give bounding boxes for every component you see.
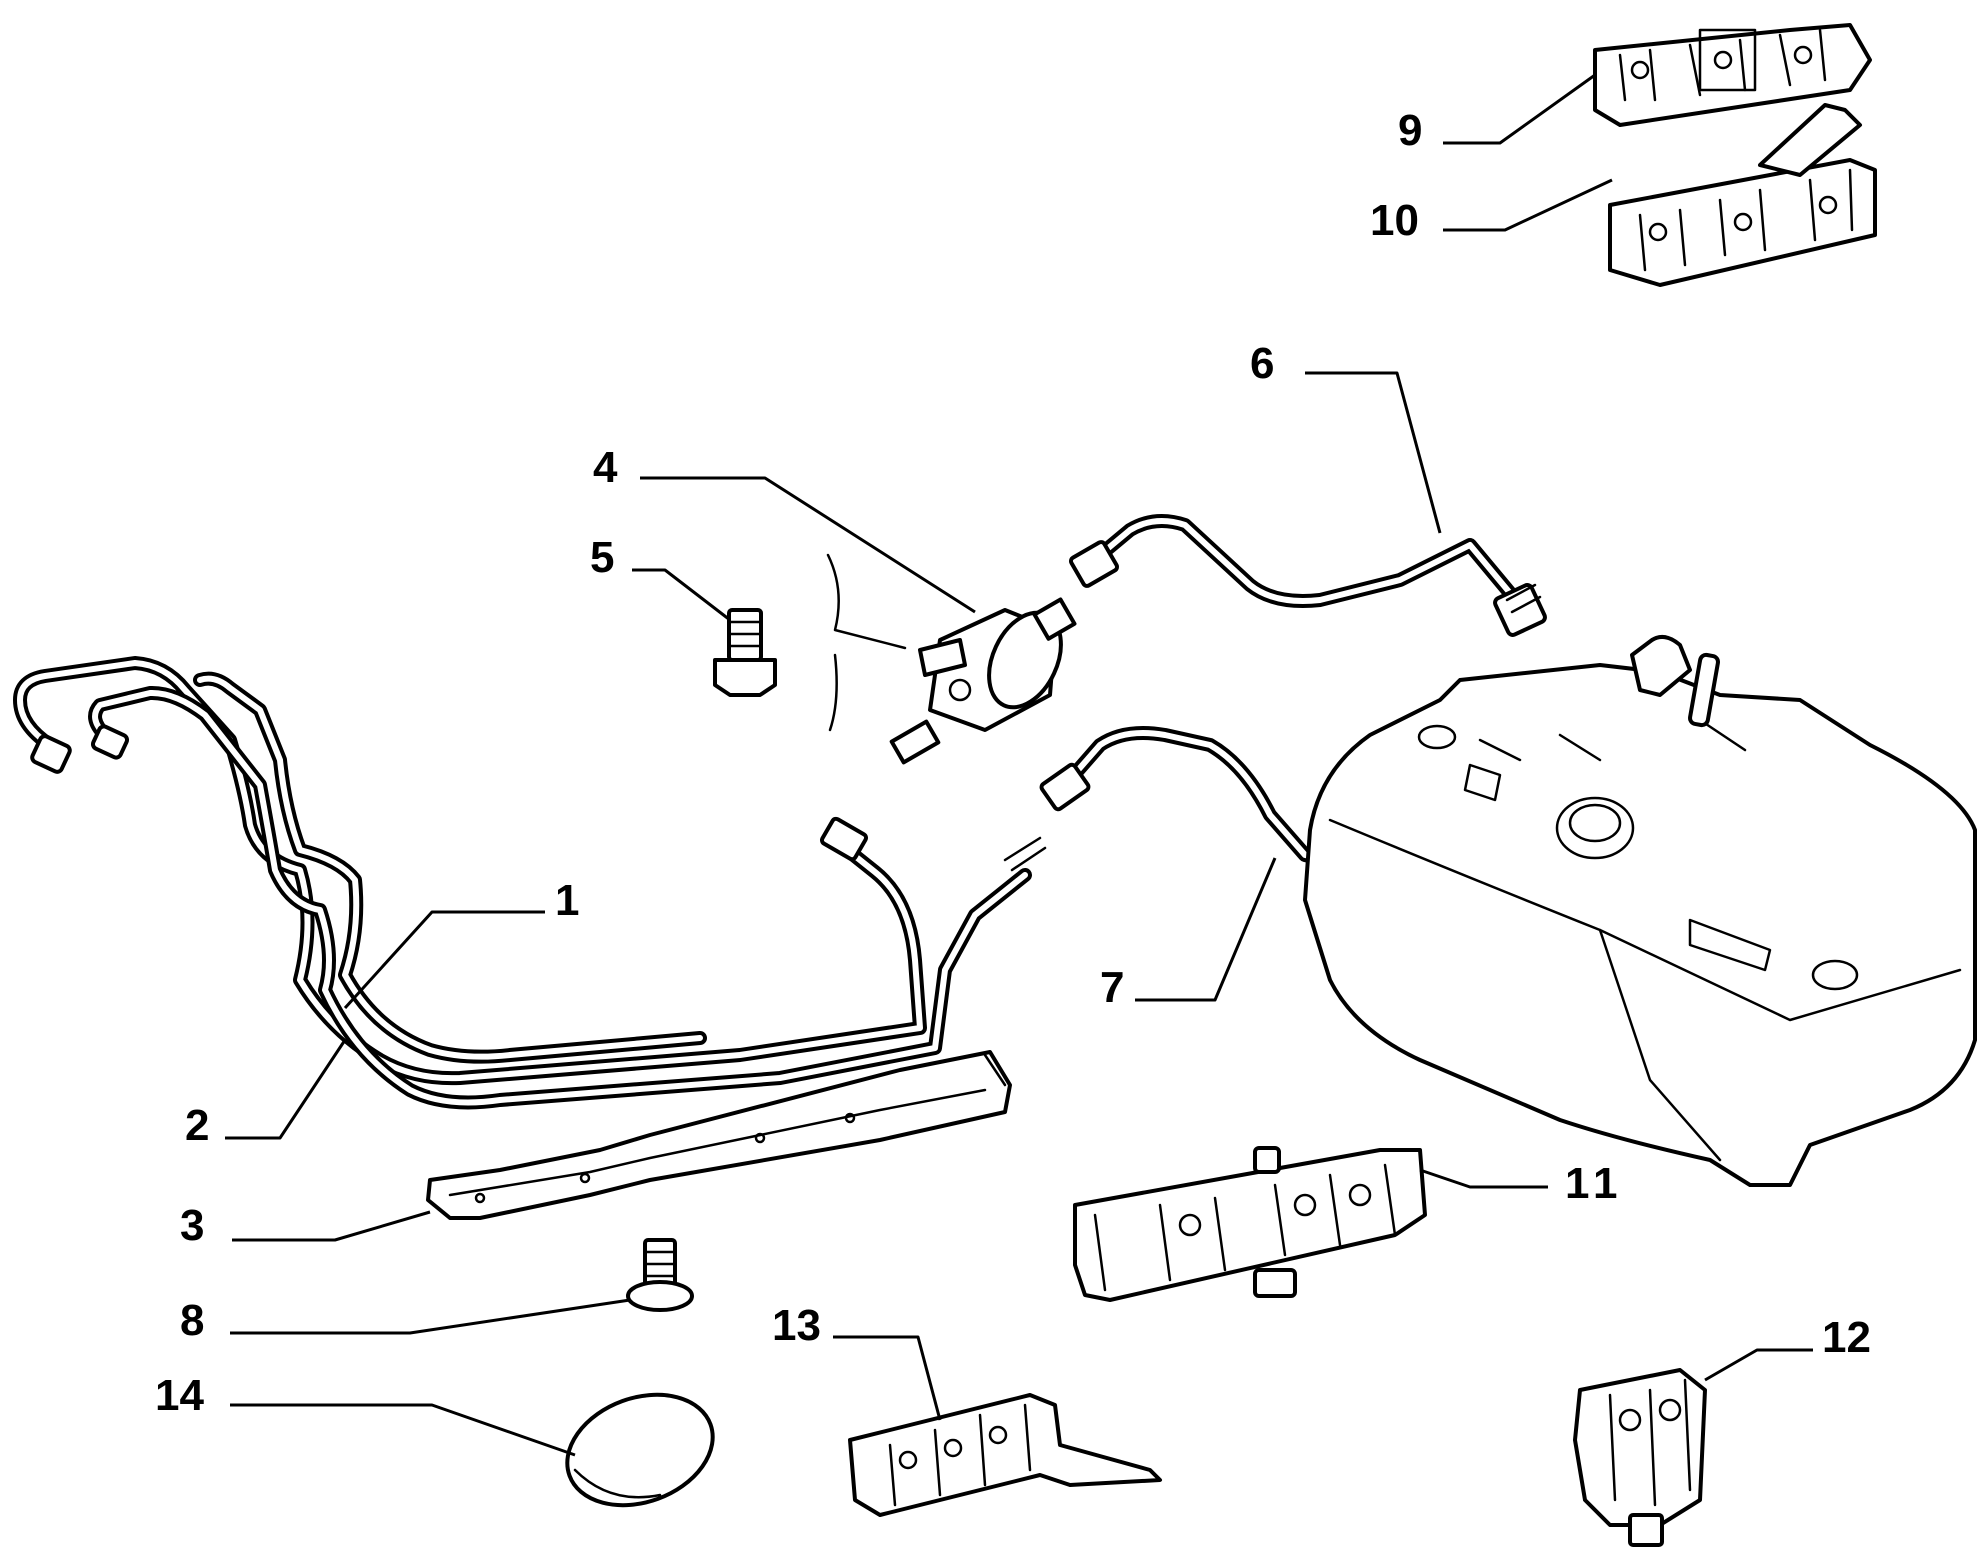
leader-10 <box>1443 178 1613 232</box>
part-7-fuel-pipe <box>1039 726 1460 875</box>
callout-13: 13 <box>772 1301 821 1350</box>
part-10-clip-holder <box>1608 103 1877 287</box>
leader-5 <box>632 568 731 622</box>
part-8-bolt <box>626 1238 694 1312</box>
part-3-support-rail <box>426 1050 1012 1220</box>
callout-3: 3 <box>180 1201 204 1250</box>
part-6-fuel-pipe <box>1069 514 1547 637</box>
leader-14 <box>230 1403 576 1457</box>
part-11-clip-bar <box>1073 1146 1427 1302</box>
callout-6: 6 <box>1250 339 1274 388</box>
leader-11 <box>1419 1168 1548 1189</box>
callout-2: 2 <box>185 1101 209 1150</box>
callout-7: 7 <box>1100 963 1124 1012</box>
leader-lines <box>225 73 1813 1457</box>
leader-9 <box>1443 73 1596 145</box>
part-4-fuel-filter <box>826 553 1077 765</box>
part-13-clip <box>848 1393 1162 1517</box>
callout-9: 9 <box>1398 106 1422 155</box>
leader-13 <box>833 1335 942 1421</box>
callout-10: 10 <box>1370 196 1419 245</box>
leader-2 <box>225 1039 347 1140</box>
part-1-2-fuel-pipes <box>13 656 1047 1110</box>
part-9-clip-holder <box>1593 23 1872 127</box>
callout-14: 14 <box>155 1371 204 1420</box>
part-14-plug <box>565 1392 715 1508</box>
leader-12 <box>1704 1348 1813 1382</box>
callout-11: 11 <box>1565 1159 1624 1208</box>
leader-1 <box>343 910 545 1010</box>
leader-6 <box>1305 371 1442 534</box>
callout-labels: 1 2 3 4 5 6 7 8 9 10 11 12 13 14 <box>155 106 1871 1420</box>
callout-12: 12 <box>1822 1313 1871 1362</box>
callout-8: 8 <box>180 1296 204 1345</box>
callout-5: 5 <box>590 533 614 582</box>
part-5-bolt <box>713 608 777 697</box>
leader-3 <box>232 1210 431 1242</box>
callout-1: 1 <box>555 876 579 925</box>
fuel-tank <box>1303 634 1977 1187</box>
leader-8 <box>230 1298 631 1335</box>
callout-4: 4 <box>593 443 618 492</box>
leader-4 <box>640 476 976 614</box>
part-12-clip <box>1573 1368 1707 1547</box>
leader-7 <box>1135 857 1277 1002</box>
